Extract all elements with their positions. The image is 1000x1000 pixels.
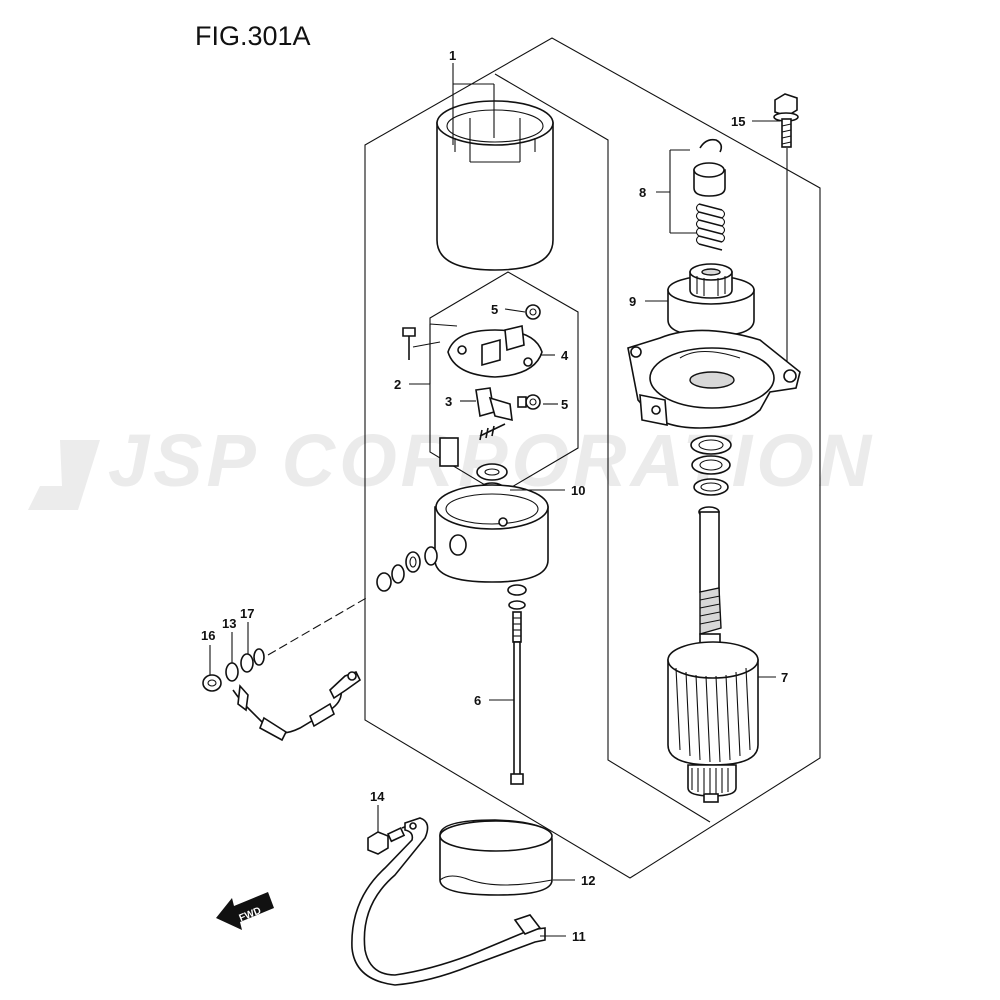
thrust-washers bbox=[690, 435, 732, 496]
part-16-nut bbox=[202, 674, 222, 692]
callout-7: 7 bbox=[781, 670, 788, 685]
part-13-washer bbox=[225, 662, 239, 682]
part-17-washer bbox=[240, 648, 265, 673]
callout-11: 11 bbox=[572, 929, 586, 944]
part-3-brush bbox=[475, 387, 513, 441]
callout-1: 1 bbox=[449, 48, 456, 63]
part-5-spring-lower bbox=[517, 394, 541, 410]
callout-17: 17 bbox=[240, 606, 254, 621]
callout-15: 15 bbox=[731, 114, 745, 129]
callout-6: 6 bbox=[474, 693, 481, 708]
fwd-arrow: FWD bbox=[216, 892, 274, 930]
callout-5-lower: 5 bbox=[561, 397, 568, 412]
callout-12: 12 bbox=[581, 873, 595, 888]
callout-13: 13 bbox=[222, 616, 236, 631]
assembly-outline bbox=[364, 37, 821, 879]
part-6-through-bolt bbox=[507, 584, 527, 785]
callout-4: 4 bbox=[561, 348, 569, 363]
callout-9: 9 bbox=[629, 294, 636, 309]
front-bracket bbox=[627, 329, 801, 429]
figure-title: FIG.301A bbox=[195, 21, 311, 51]
part-1-yoke bbox=[436, 100, 554, 271]
lead-wire bbox=[232, 671, 362, 742]
callout-numbers: 1 2 3 4 5 5 6 7 8 9 10 11 12 13 14 15 16… bbox=[201, 48, 788, 944]
part-14-bolt bbox=[367, 823, 413, 855]
callout-16: 16 bbox=[201, 628, 215, 643]
callout-8: 8 bbox=[639, 185, 646, 200]
callout-2: 2 bbox=[394, 377, 401, 392]
callout-3: 3 bbox=[445, 394, 452, 409]
end-cover bbox=[434, 484, 549, 583]
part-15-bolt bbox=[773, 93, 799, 365]
terminal-hardware bbox=[376, 546, 438, 592]
part-2-brush-holder bbox=[402, 325, 543, 378]
callout-10: 10 bbox=[571, 483, 585, 498]
terminal-block bbox=[439, 437, 459, 467]
part-7-armature bbox=[667, 506, 759, 803]
part-12-band bbox=[439, 819, 553, 896]
leader-lines bbox=[209, 63, 780, 937]
assembly-guide-line bbox=[267, 596, 369, 656]
part-5-spring-upper bbox=[525, 304, 541, 320]
callout-14: 14 bbox=[370, 789, 385, 804]
part-11-strap bbox=[351, 817, 546, 986]
part-8-stop-ring-and-spring bbox=[693, 138, 726, 251]
callout-5-upper: 5 bbox=[491, 302, 498, 317]
part-9-pinion bbox=[667, 263, 755, 337]
